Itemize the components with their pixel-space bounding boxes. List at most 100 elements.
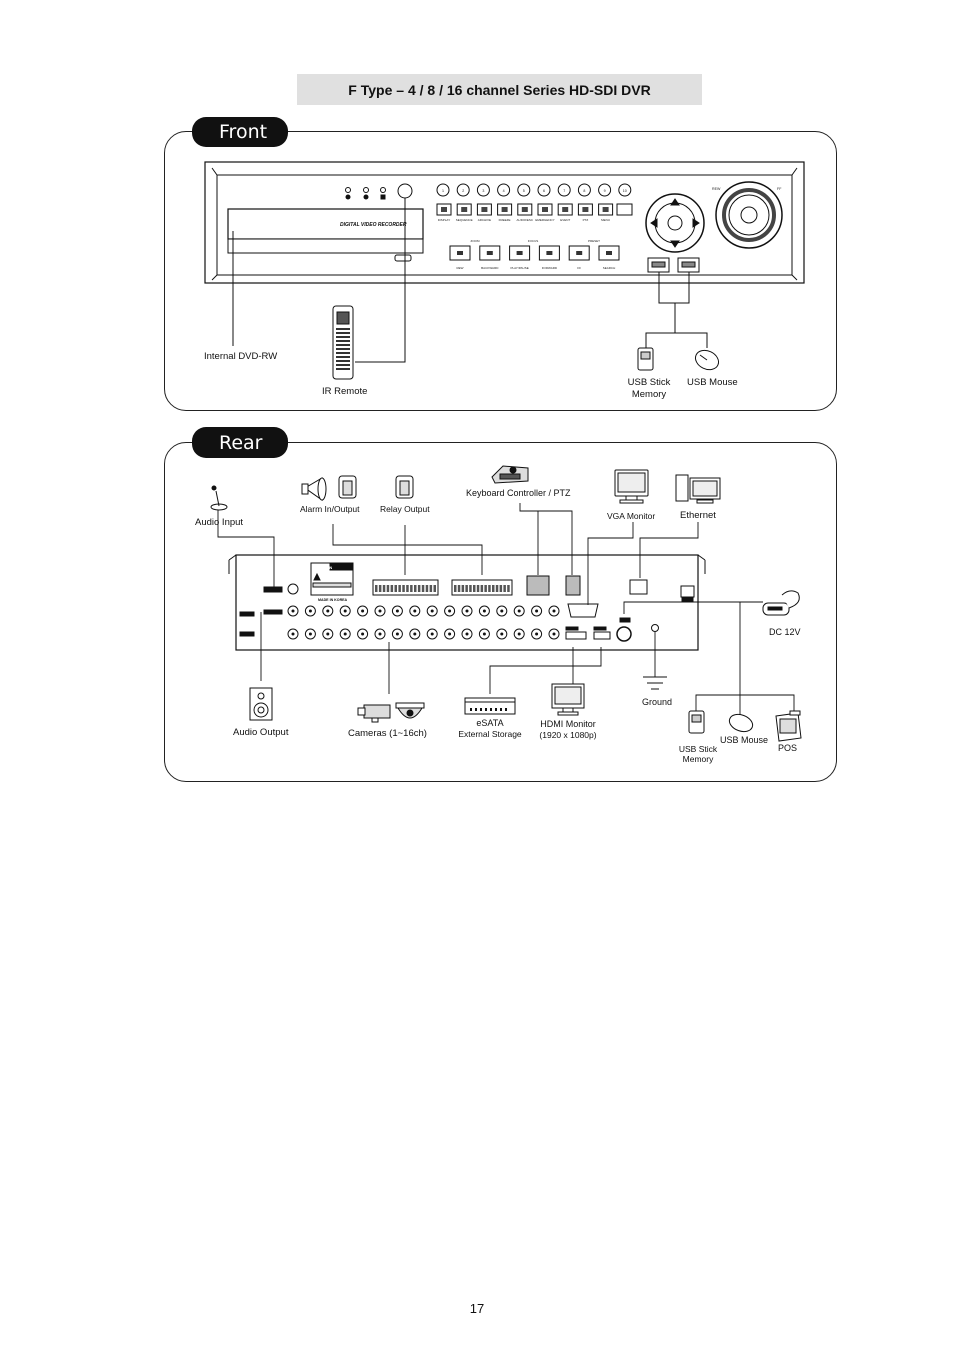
terminal-pin bbox=[402, 585, 405, 592]
terminal-pin bbox=[398, 585, 401, 592]
bnc-pin bbox=[535, 632, 539, 636]
function-button-glyph bbox=[461, 207, 468, 212]
channel-button-label: 9 bbox=[604, 189, 606, 193]
terminal-pin bbox=[495, 585, 499, 592]
control-label: PRESET bbox=[588, 239, 600, 243]
playback-button-label: BACKWARD bbox=[481, 266, 499, 270]
terminal-pin bbox=[429, 585, 433, 592]
front-usb-ports bbox=[645, 257, 708, 348]
bnc-pin bbox=[482, 609, 486, 613]
rear-tab: Rear bbox=[192, 427, 288, 458]
bnc-pin bbox=[517, 632, 521, 636]
bnc-pin bbox=[326, 632, 330, 636]
function-button-glyph bbox=[542, 207, 548, 212]
page-number: 17 bbox=[469, 1301, 485, 1316]
bnc-pin bbox=[500, 632, 504, 636]
direction-pad bbox=[645, 193, 705, 253]
terminal-pin bbox=[378, 585, 382, 592]
channel-button-label: 4 bbox=[503, 189, 505, 193]
pos-terminal-icon bbox=[775, 710, 802, 742]
speaker-icon bbox=[249, 687, 273, 721]
bnc-pin bbox=[361, 609, 365, 613]
dc-label: DC 12V bbox=[769, 627, 801, 637]
terminal-pin bbox=[433, 585, 436, 592]
channel-button bbox=[598, 183, 612, 197]
ir-remote-label: IR Remote bbox=[322, 386, 368, 397]
vga-monitor-icon bbox=[614, 469, 649, 504]
esata-label: eSATA bbox=[476, 718, 504, 728]
hdmi-label-2: (1920 x 1080p) bbox=[539, 730, 597, 740]
hdmi-monitor-icon bbox=[551, 683, 585, 716]
bnc-pin bbox=[395, 609, 399, 613]
terminal-pin bbox=[488, 585, 491, 592]
keyboard-controller-icon bbox=[491, 465, 529, 484]
function-button-label: PTZ bbox=[583, 218, 589, 222]
channel-button bbox=[456, 183, 470, 197]
terminal-pin bbox=[375, 585, 378, 592]
bnc-pin bbox=[326, 609, 330, 613]
bnc-pin bbox=[291, 609, 295, 613]
bnc-pin bbox=[430, 609, 434, 613]
bnc-pin bbox=[361, 632, 365, 636]
terminal-pin bbox=[480, 585, 484, 592]
bnc-pin bbox=[448, 609, 452, 613]
playback-button-glyph bbox=[516, 251, 523, 255]
terminal-pin bbox=[457, 585, 461, 592]
usb-stick-icon bbox=[637, 347, 654, 371]
channel-button-label: 6 bbox=[543, 189, 545, 193]
terminal-pin bbox=[382, 585, 386, 592]
terminal-pin bbox=[469, 585, 472, 592]
terminal-pin bbox=[476, 585, 480, 592]
terminal-pin bbox=[417, 585, 421, 592]
terminal-pin bbox=[386, 585, 390, 592]
terminal-pin bbox=[410, 585, 413, 592]
terminal-pin bbox=[454, 585, 457, 592]
function-button-label: EMERGENCY bbox=[535, 218, 554, 222]
esata-storage-icon bbox=[464, 697, 516, 715]
keyboard-label: Keyboard Controller / PTZ bbox=[466, 488, 571, 498]
dc-adapter-icon bbox=[762, 590, 800, 616]
bnc-pin bbox=[482, 632, 486, 636]
channel-button bbox=[436, 183, 450, 197]
playback-button-glyph bbox=[546, 251, 553, 255]
bnc-pin bbox=[308, 632, 312, 636]
bnc-pin bbox=[413, 609, 417, 613]
channel-button bbox=[557, 183, 571, 197]
function-button-label: SEQUENCE bbox=[456, 218, 473, 222]
channel-button bbox=[537, 183, 551, 197]
usb-stick-label-2: Memory bbox=[631, 389, 667, 400]
sensor-icon bbox=[338, 475, 357, 499]
terminal-pin bbox=[473, 585, 476, 592]
playback-button-glyph bbox=[486, 251, 493, 255]
function-button-label: FREEZE bbox=[499, 218, 511, 222]
rear-usb-stick-label-2: Memory bbox=[682, 754, 714, 764]
terminal-pin bbox=[499, 585, 503, 592]
function-button-label: MENU bbox=[601, 218, 610, 222]
audio-output-label: Audio Output bbox=[233, 727, 289, 738]
bnc-pin bbox=[378, 632, 382, 636]
camera-icon bbox=[357, 704, 391, 723]
function-button-label: EVENT bbox=[560, 218, 570, 222]
vga-label: VGA Monitor bbox=[607, 511, 656, 521]
channel-button bbox=[577, 183, 591, 197]
playback-button-label: FORWARD bbox=[542, 266, 558, 270]
playback-button-label: PLAY/PAUSE bbox=[510, 266, 528, 270]
microphone-icon bbox=[210, 485, 228, 511]
rear-usb-mouse-icon bbox=[728, 713, 754, 733]
ir-remote-icon bbox=[332, 305, 354, 380]
rear-usb-stick-label: USB Stick bbox=[678, 744, 718, 754]
channel-button bbox=[517, 183, 531, 197]
esata-label-2: External Storage bbox=[458, 729, 522, 739]
caution-label: CAUTION bbox=[314, 565, 332, 570]
playback-button-glyph bbox=[457, 251, 463, 255]
terminal-pins bbox=[375, 585, 510, 592]
alarm-label: Alarm In/Output bbox=[300, 504, 360, 514]
bnc-pin bbox=[448, 632, 452, 636]
terminal-pin bbox=[414, 585, 417, 592]
ground-label: Ground bbox=[642, 697, 673, 707]
function-button-label: DISPLAY bbox=[438, 218, 450, 222]
function-button-glyph bbox=[521, 207, 528, 212]
audio-input-label: Audio Input bbox=[195, 517, 244, 528]
